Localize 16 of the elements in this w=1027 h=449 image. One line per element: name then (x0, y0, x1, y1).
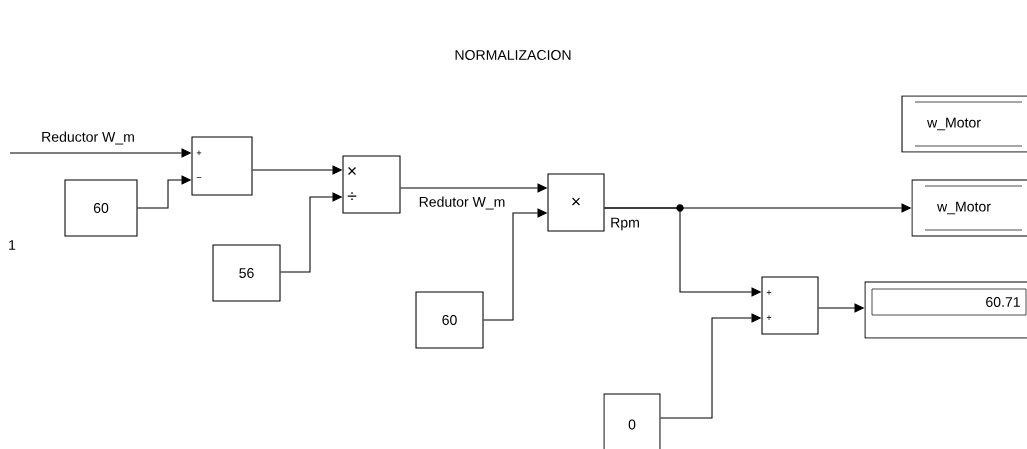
edge-label: Reductor W_m (39, 130, 137, 146)
constant-block: 60 (64, 179, 138, 237)
port-number: 1 (9, 240, 16, 250)
title: NORMALIZACION (455, 50, 571, 60)
constant-block: 0 (603, 393, 661, 449)
goto-block: w_Motor (911, 179, 1027, 237)
product-block: × (547, 173, 605, 232)
sum-block: + + (761, 276, 819, 335)
display-block: 60.71 (864, 281, 1027, 339)
goto-block: w_Motor (901, 95, 1027, 153)
edge-label: Rpm (609, 216, 641, 232)
edge-label: Redutor W_m (417, 195, 507, 211)
product-block: × ÷ (342, 155, 401, 214)
sum-block: + − (191, 136, 253, 196)
constant-block: 60 (415, 291, 484, 349)
constant-block: 56 (212, 244, 281, 302)
